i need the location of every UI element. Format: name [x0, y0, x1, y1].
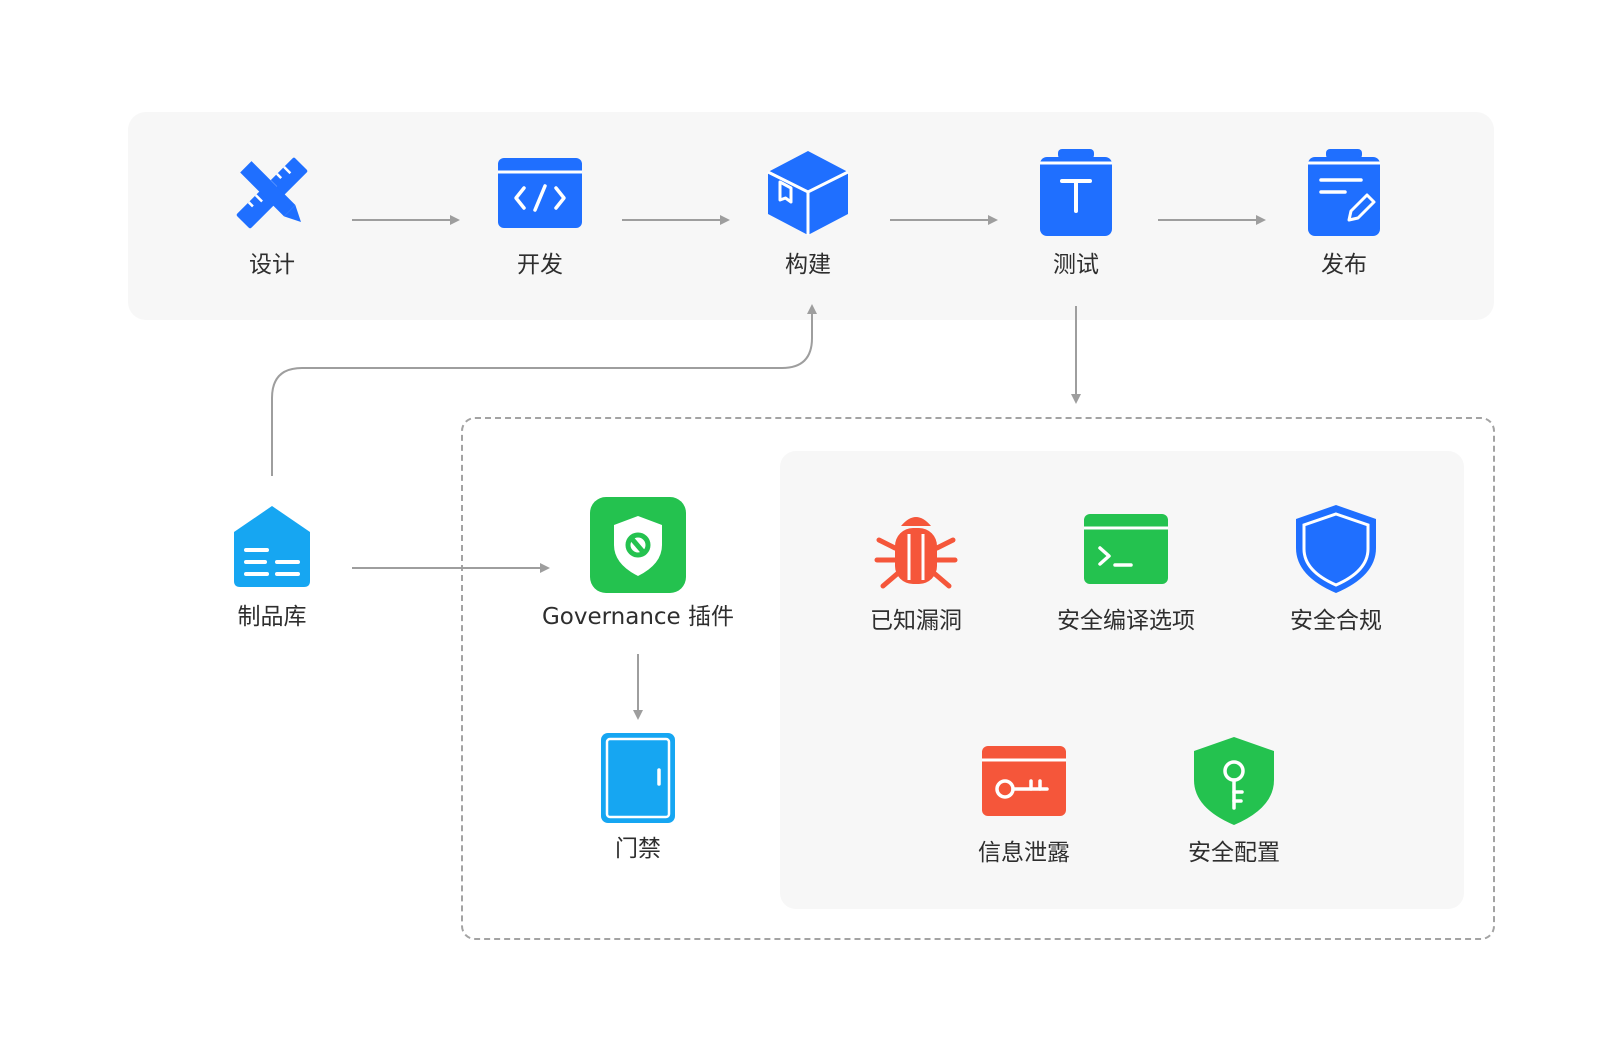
code-window-icon: [495, 148, 585, 238]
check-information-leak: 信息泄露: [914, 736, 1134, 868]
terminal-icon: [1081, 504, 1171, 594]
release-clipboard-pencil-icon: [1299, 148, 1389, 238]
gate-door-icon: [600, 732, 676, 824]
check-security-configuration: 安全配置: [1124, 736, 1344, 868]
check-label: 已知漏洞: [870, 608, 962, 634]
stage-label: 测试: [1053, 252, 1099, 278]
check-label: 信息泄露: [978, 840, 1070, 866]
stage-label: 设计: [249, 252, 295, 278]
governance-shield-icon: [589, 496, 687, 594]
artifact-repository-icon: [227, 500, 317, 590]
stage-test: 测试: [966, 148, 1186, 280]
build-package-box-icon: [763, 148, 853, 238]
check-security-compliance: 安全合规: [1226, 504, 1446, 636]
plugin-label: Governance 插件: [541, 604, 735, 630]
arrow-repository-to-build: [271, 304, 817, 476]
bug-icon: [871, 504, 961, 594]
repository-label: 制品库: [237, 604, 307, 630]
check-known-vulnerabilities: 已知漏洞: [806, 504, 1026, 636]
test-clipboard-icon: [1031, 148, 1121, 238]
stage-develop: 开发: [430, 148, 650, 280]
check-secure-compile-options: 安全编译选项: [1016, 504, 1236, 636]
stage-label: 构建: [785, 252, 831, 278]
stage-build: 构建: [698, 148, 918, 280]
check-label: 安全配置: [1188, 840, 1280, 866]
artifact-repository: 制品库: [162, 500, 382, 632]
shield-icon: [1291, 504, 1381, 594]
design-ruler-pencil-icon: [227, 148, 317, 238]
check-label: 安全编译选项: [1057, 608, 1195, 634]
stage-label: 发布: [1321, 252, 1367, 278]
gate: 门禁: [528, 732, 748, 864]
gate-label: 门禁: [615, 836, 661, 862]
check-label: 安全合规: [1290, 608, 1382, 634]
stage-label: 开发: [517, 252, 563, 278]
shield-key-icon: [1189, 736, 1279, 826]
key-card-icon: [979, 736, 1069, 826]
governance-plugin: Governance 插件: [528, 496, 748, 632]
stage-design: 设计: [162, 148, 382, 280]
stage-release: 发布: [1234, 148, 1454, 280]
governance-boundary: [461, 417, 1495, 940]
